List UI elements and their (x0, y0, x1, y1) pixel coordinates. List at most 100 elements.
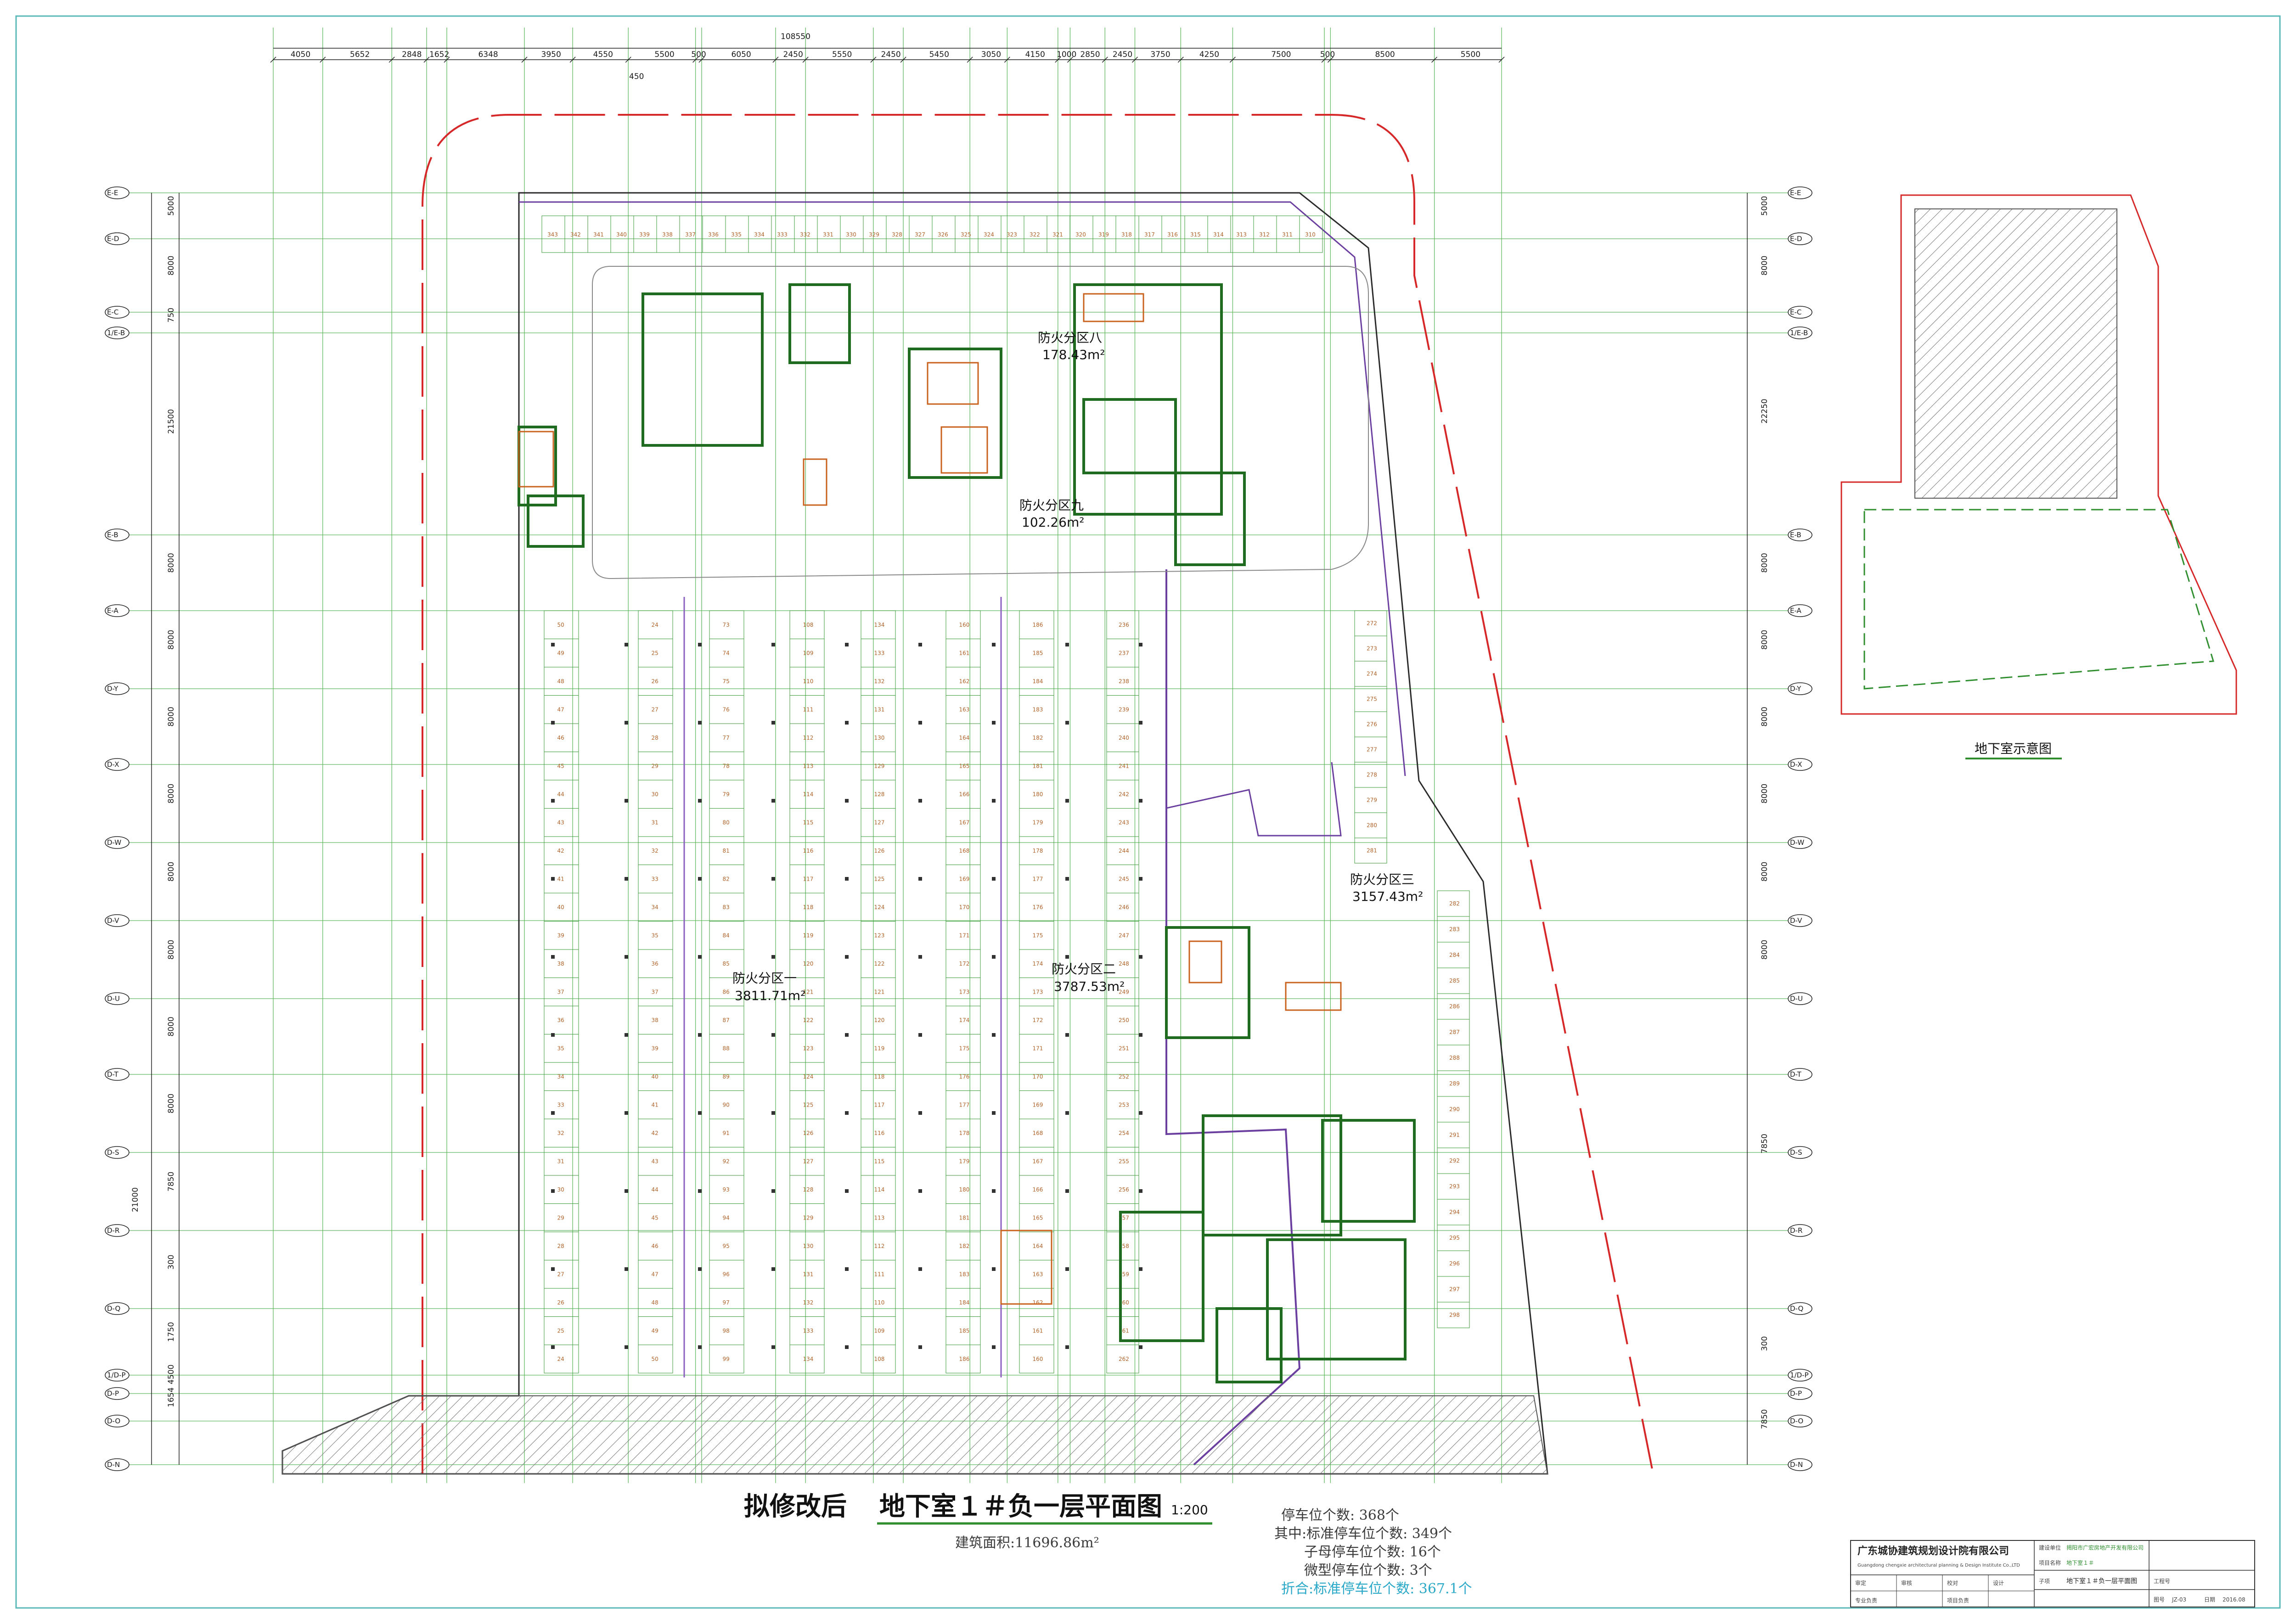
stall-number: 84 (723, 932, 730, 938)
structural-column (771, 1033, 775, 1037)
axis-label: D-Q (1790, 1304, 1803, 1313)
stall-number: 313 (1236, 231, 1247, 238)
dimension-tick (1327, 56, 1334, 63)
axis-bubble (105, 836, 129, 849)
stall-number: 30 (557, 1186, 564, 1193)
stall-number: 50 (557, 622, 564, 628)
stall-number: 289 (1449, 1080, 1460, 1087)
structural-column (845, 1189, 849, 1193)
stall-number: 312 (1259, 231, 1270, 238)
stall-number: 181 (959, 1214, 970, 1221)
stall-number: 37 (557, 989, 564, 995)
equipment-room (940, 426, 988, 474)
zone-area: 102.26m² (1022, 515, 1084, 530)
structural-core (1082, 398, 1177, 474)
axis-bubble (105, 232, 129, 245)
stall-number: 39 (557, 932, 564, 938)
dimension-value: 7850 (1760, 1134, 1769, 1153)
stall-number: 38 (652, 1017, 658, 1023)
structural-column (625, 1111, 628, 1115)
basement-outline (281, 192, 1548, 1475)
dimension-tick (1055, 56, 1061, 63)
axis-label: D-Y (1790, 685, 1801, 693)
structural-column (771, 1267, 775, 1271)
stall-number: 26 (652, 678, 658, 685)
structural-column (625, 721, 628, 725)
stall-number: 174 (1033, 961, 1043, 967)
structural-column (845, 721, 849, 725)
structural-core (1073, 283, 1223, 516)
axis-bubble (105, 758, 129, 771)
stall-number: 178 (1033, 848, 1043, 854)
stall-number: 297 (1449, 1286, 1460, 1292)
dimension-value: 3050 (981, 50, 1001, 59)
stall-number: 43 (557, 819, 564, 826)
structural-column (771, 643, 775, 646)
dimension-value: 5000 (167, 196, 176, 216)
parking-stall (638, 1344, 673, 1373)
structural-column (845, 1111, 849, 1115)
stall-number: 75 (723, 678, 730, 685)
stall-number: 239 (1119, 706, 1129, 713)
structural-column (992, 643, 996, 646)
stall-number: 77 (723, 735, 730, 741)
axis-label: D-N (107, 1461, 120, 1469)
structural-column (625, 1033, 628, 1037)
stall-number: 276 (1367, 721, 1377, 728)
axis-label: D-X (1790, 760, 1802, 769)
axis-bubble (1788, 1387, 1812, 1400)
structural-column (698, 1267, 702, 1271)
stall-number: 122 (803, 1017, 814, 1023)
dimension-value: 3750 (1150, 50, 1170, 59)
zone-area: 3787.53m² (1054, 979, 1125, 994)
dimension-tick (1004, 56, 1010, 63)
structural-column (698, 1033, 702, 1037)
structural-column (1065, 799, 1069, 803)
stall-number: 330 (846, 231, 856, 238)
stall-number: 95 (723, 1243, 730, 1249)
dimension-value: 21500 (167, 409, 176, 434)
stall-number: 92 (723, 1158, 730, 1164)
stall-number: 273 (1367, 646, 1377, 652)
dimension-value: 8000 (167, 553, 176, 573)
stall-number: 286 (1449, 1003, 1460, 1010)
dimension-tick (1177, 56, 1184, 63)
stall-number: 32 (557, 1130, 564, 1136)
stall-number: 89 (723, 1073, 730, 1080)
axis-label: D-X (107, 760, 119, 769)
structural-column (992, 955, 996, 959)
dimension-tick (772, 56, 779, 63)
stall-number: 74 (723, 650, 730, 656)
axis-label: D-Y (107, 685, 118, 693)
dimension-value: 22250 (1760, 399, 1769, 423)
structural-column (551, 643, 555, 646)
stall-number: 124 (803, 1073, 814, 1080)
drawing-date: 2016.08 (2223, 1596, 2245, 1603)
stall-number: 282 (1449, 900, 1460, 907)
key-map-caption: 地下室示意图 (1975, 741, 2052, 756)
axis-label: D-P (107, 1389, 119, 1398)
stall-number: 26 (557, 1299, 564, 1306)
stall-number: 118 (803, 904, 814, 910)
structural-column (698, 721, 702, 725)
dimension-tick (388, 56, 395, 63)
structural-column (918, 721, 922, 725)
stall-number: 177 (1033, 876, 1043, 882)
structural-column (992, 799, 996, 803)
structural-core (1202, 1114, 1342, 1236)
structural-column (551, 799, 555, 803)
stall-number: 125 (803, 1101, 814, 1108)
stat-line: 子母停车位个数: 16个 (1304, 1544, 1441, 1560)
stall-number: 29 (557, 1214, 564, 1221)
stall-number: 46 (652, 1243, 658, 1249)
axis-label: E-B (1790, 531, 1801, 539)
zone-name: 防火分区八 (1038, 330, 1102, 345)
stall-number: 342 (570, 231, 581, 238)
dimension-value: 8000 (1760, 256, 1769, 275)
dimension-value: 4500 (167, 1365, 176, 1384)
axis-label: E-C (1790, 308, 1801, 316)
tb-label: 专业负责 (1855, 1597, 1877, 1604)
parking-stalls: 5049484746454443424140393837363534333231… (541, 215, 1470, 1373)
tb-label: 日期 (2204, 1596, 2215, 1603)
axis-bubble (105, 1458, 129, 1471)
